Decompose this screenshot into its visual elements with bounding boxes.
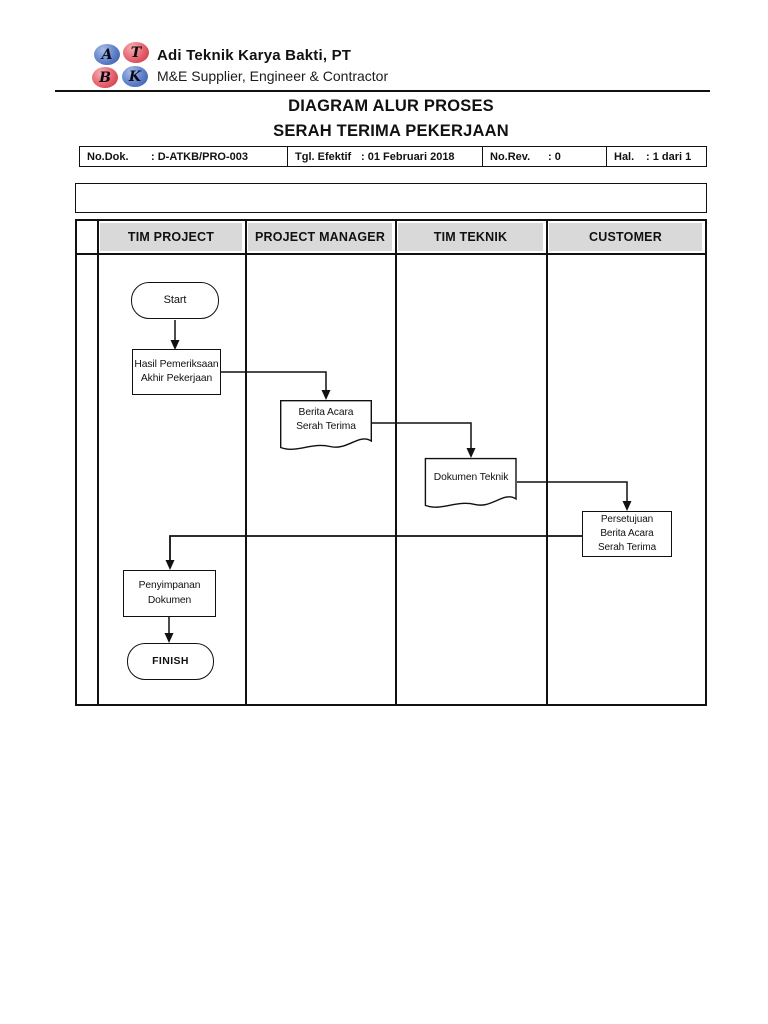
doc-info-no-rev-value: : 0 [548,150,561,163]
doc-info-hal-label: Hal. [614,150,635,163]
logo-letter-b: B [92,67,118,88]
doc-info-hal-value: : 1 dari 1 [646,150,692,163]
company-tagline: M&E Supplier, Engineer & Contractor [157,68,389,84]
company-logo: A T B K [92,40,152,90]
logo-letter-k: K [122,66,148,87]
doc-info-no-dok: No.Dok. : D-ATKB/PRO-003 [80,147,288,166]
lane-header-project-manager: PROJECT MANAGER [248,223,392,251]
left-strip-divider [97,221,99,704]
lane-header-tim-project: TIM PROJECT [100,223,242,251]
lane-header-bottom-border [77,253,705,255]
logo-letter-a: A [94,44,120,65]
logo-letter-k-glyph: K [128,68,142,85]
swimlane-table: TIM PROJECT PROJECT MANAGER TIM TEKNIK C… [75,219,707,706]
lane-header-tim-teknik: TIM TEKNIK [398,223,543,251]
doc-info-no-rev: No.Rev. : 0 [483,147,607,166]
doc-info-tgl-efektif-label: Tgl. Efektif [295,150,352,163]
lane-divider-2 [395,221,397,704]
doc-info-bar: No.Dok. : D-ATKB/PRO-003 Tgl. Efektif : … [79,146,707,167]
flow-node-persetujuan-berita-acara: Persetujuan Berita Acara Serah Terima [582,511,672,557]
doc-info-hal: Hal. : 1 dari 1 [607,147,706,166]
logo-letter-b-glyph: B [99,69,111,86]
page-title-line2: SERAH TERIMA PEKERJAAN [273,122,509,140]
doc-info-no-dok-value: : D-ATKB/PRO-003 [151,150,248,163]
logo-letter-t: T [123,42,149,63]
lane-divider-3 [546,221,548,704]
flow-node-penyimpanan-dokumen: Penyimpanan Dokumen [123,570,216,617]
doc-info-no-dok-label: No.Dok. [87,150,129,163]
flow-node-start: Start [131,282,219,319]
flow-node-dokumen-teknik: Dokumen Teknik [433,472,509,483]
doc-info-no-rev-label: No.Rev. [490,150,531,163]
page-title-line1: DIAGRAM ALUR PROSES [288,97,494,115]
logo-letter-t-glyph: T [130,44,142,61]
flow-node-berita-acara: Berita Acara Serah Terima [296,407,356,433]
doc-info-tgl-efektif-value: : 01 Februari 2018 [361,150,455,163]
diagram-title-box [75,183,707,213]
flow-node-hasil-pemeriksaan: Hasil Pemeriksaan Akhir Pekerjaan [132,349,221,395]
logo-letter-a-glyph: A [101,46,113,63]
lane-header-customer: CUSTOMER [549,223,702,251]
letterhead-divider [55,90,710,92]
lane-divider-1 [245,221,247,704]
company-name: Adi Teknik Karya Bakti, PT [157,47,352,64]
doc-info-tgl-efektif: Tgl. Efektif : 01 Februari 2018 [288,147,483,166]
flow-node-finish: FINISH [127,643,214,680]
